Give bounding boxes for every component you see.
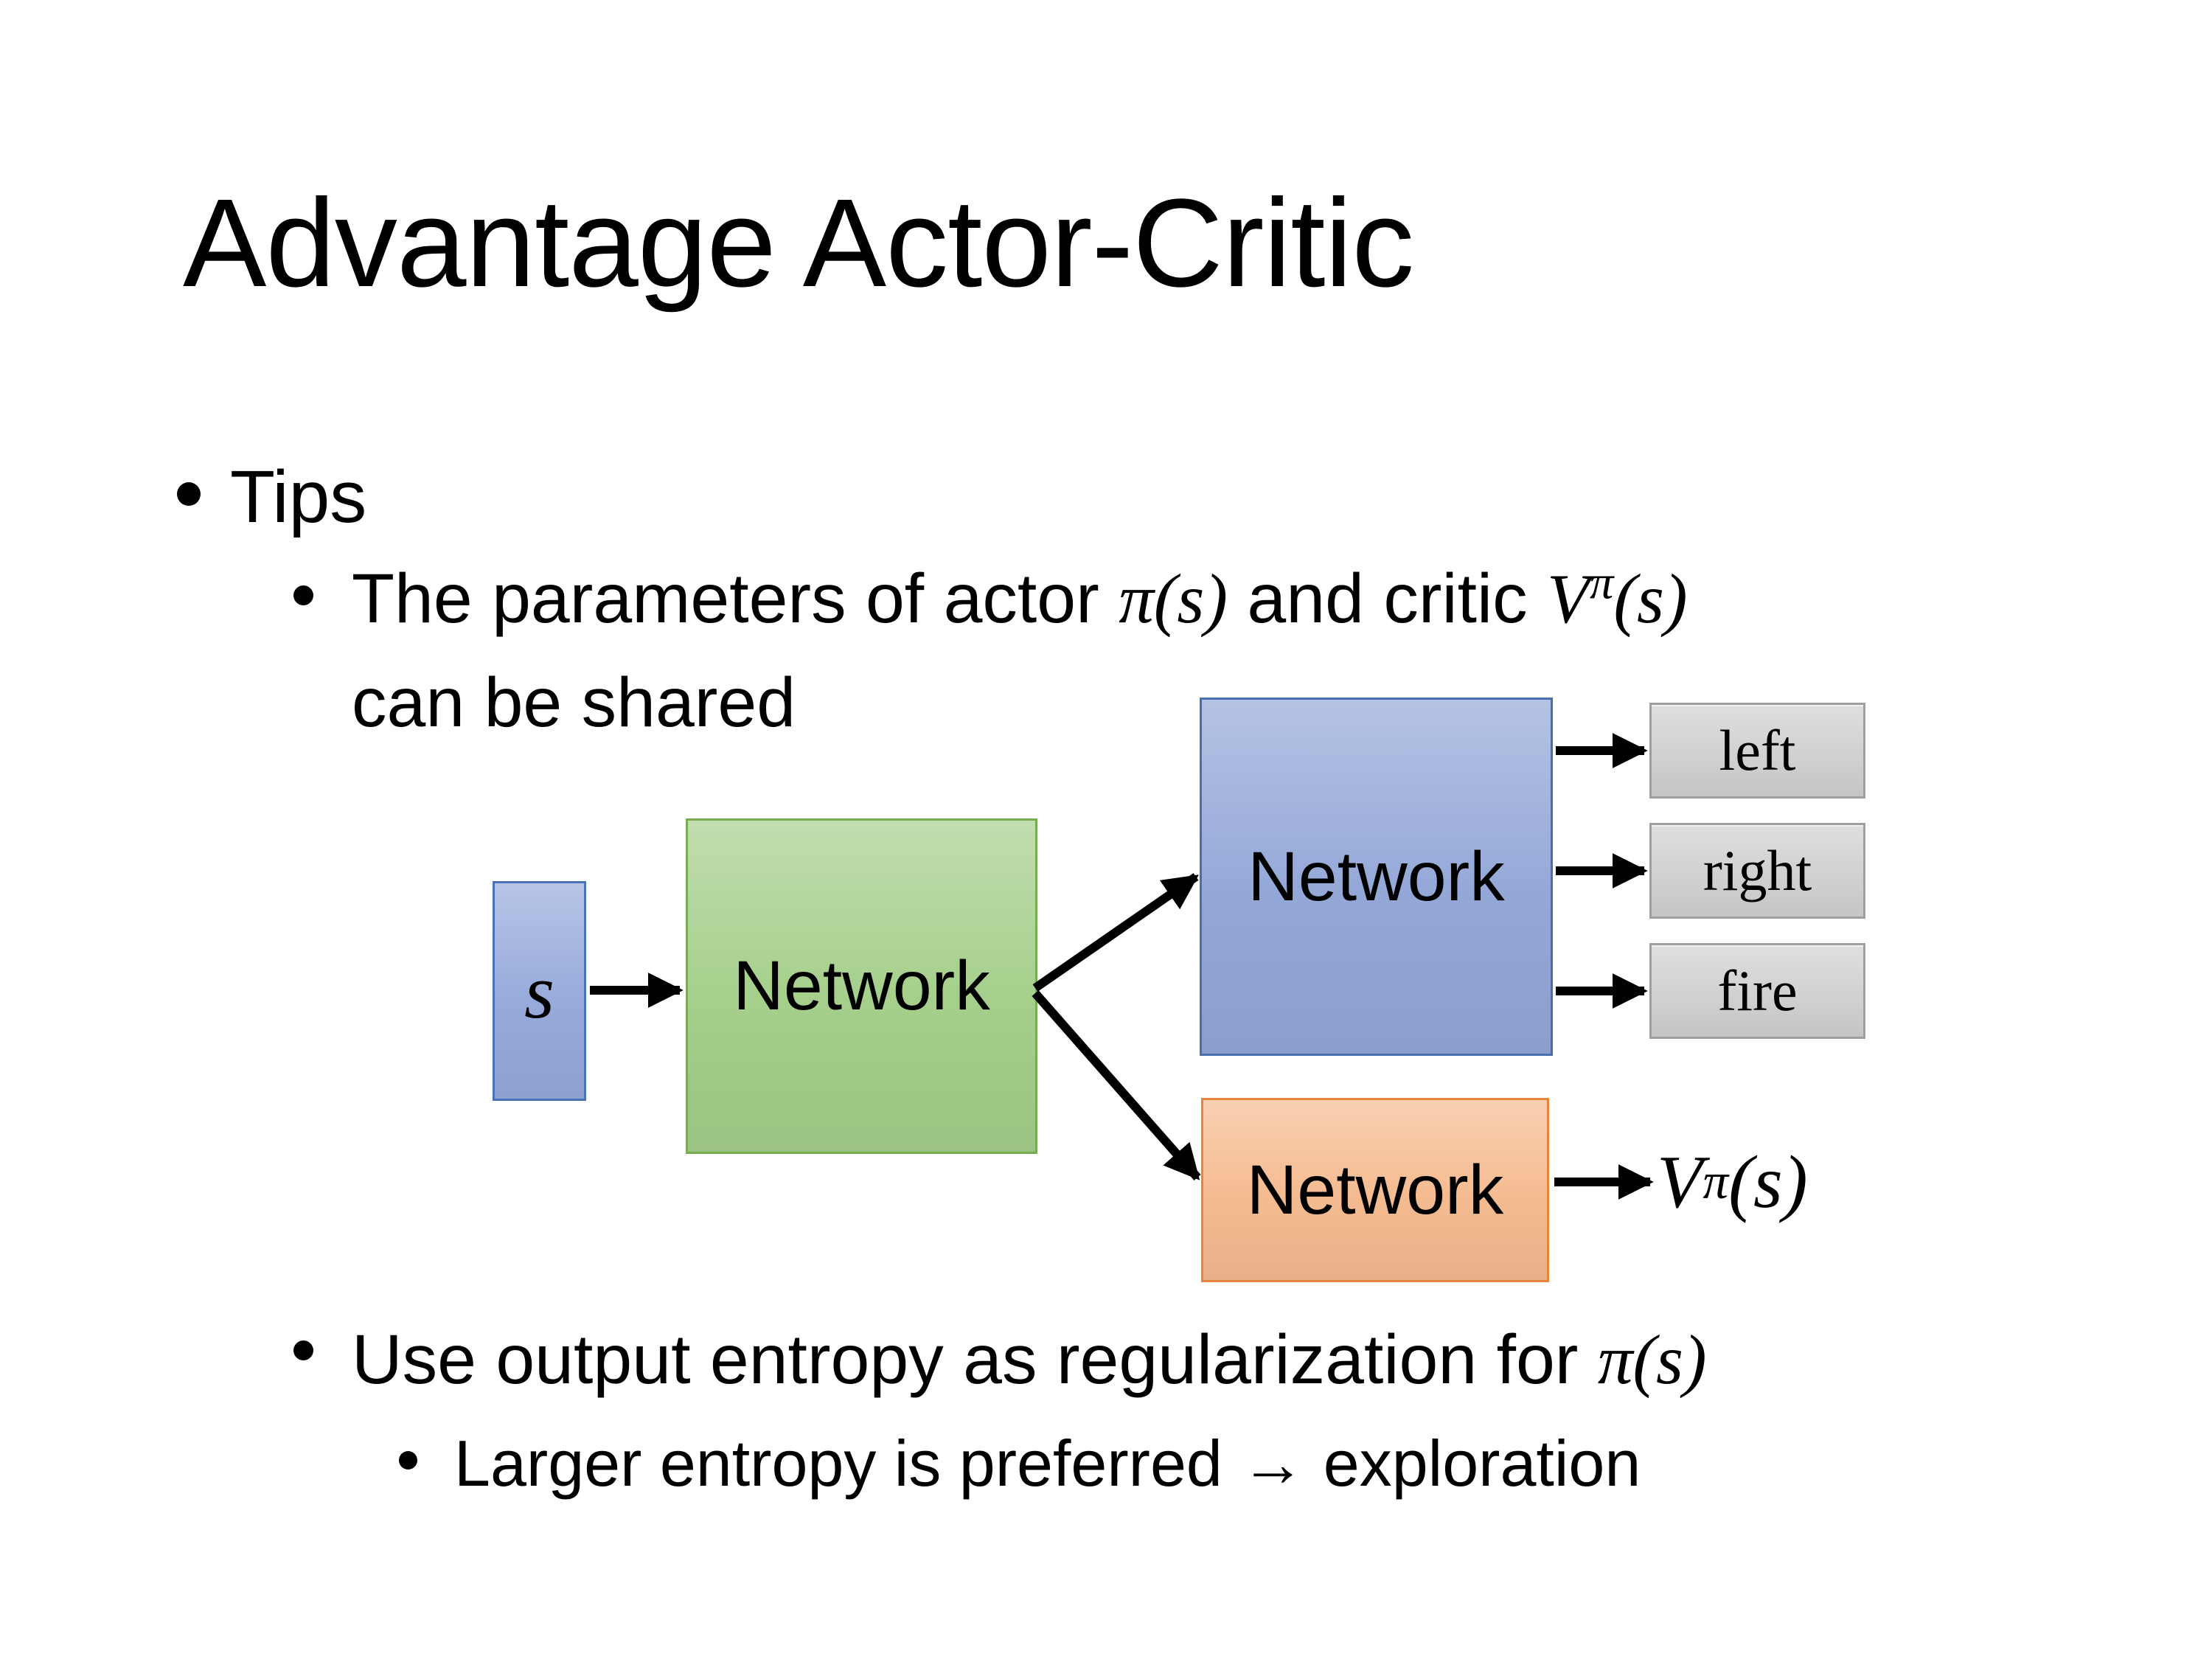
critic-network-box: Network: [1201, 1098, 1549, 1282]
bullet-icon: [293, 585, 313, 605]
text-segment: The parameters of actor: [352, 560, 1119, 638]
action-label-right: right: [1703, 838, 1812, 902]
bullet-icon: [399, 1451, 417, 1470]
math-v-pi-s: Vπ(s): [1546, 558, 1688, 638]
actor-network-box: Network: [1200, 698, 1553, 1056]
bullet-entropy-text: Use output entropy as regularization for…: [352, 1311, 1707, 1409]
text-segment: Use output entropy as regularization for: [352, 1321, 1598, 1399]
critic-network-label: Network: [1246, 1150, 1504, 1229]
shared-network-label: Network: [733, 947, 990, 1025]
slide-title: Advantage Actor-Critic: [183, 173, 1414, 313]
bullet-parameters-shared: The parameters of actor π(s) and critic …: [293, 547, 1688, 754]
math-pi-s: π(s): [1119, 560, 1228, 638]
state-box: s: [493, 881, 586, 1101]
action-box-left: left: [1649, 703, 1865, 799]
math-args: (s): [1613, 560, 1688, 638]
bullet-icon: [177, 482, 201, 506]
actor-network-label: Network: [1248, 837, 1505, 916]
action-label-fire: fire: [1717, 959, 1798, 1023]
bullet-icon: [293, 1340, 313, 1360]
action-box-right: right: [1649, 823, 1865, 919]
bullet-tips-label: Tips: [230, 456, 367, 538]
math-base: V: [1546, 560, 1590, 638]
bullet-tips: Tips: [177, 451, 366, 543]
arrow-shared-to-actor: [1032, 873, 1199, 992]
text-segment: and critic: [1228, 560, 1547, 638]
bullet-parameters-text: The parameters of actor π(s) and critic …: [352, 547, 1688, 754]
bullet-larger-entropy: Larger entropy is preferred → exploratio…: [399, 1422, 1641, 1506]
state-label: s: [524, 947, 554, 1034]
arrow-shared-to-critic: [1032, 990, 1201, 1180]
bullet-parameters-line2: can be shared: [352, 663, 796, 742]
action-label-left: left: [1719, 718, 1796, 782]
bullet-larger-entropy-label: Larger entropy is preferred → exploratio…: [454, 1427, 1641, 1500]
bullet-entropy-regularization: Use output entropy as regularization for…: [293, 1311, 1707, 1409]
math-pi-s: π(s): [1597, 1321, 1707, 1399]
action-box-fire: fire: [1649, 943, 1865, 1039]
math-base: V: [1657, 1140, 1703, 1224]
math-superscript: π: [1590, 555, 1614, 609]
math-args: (s): [1728, 1140, 1808, 1224]
shared-network-box: Network: [686, 818, 1037, 1154]
